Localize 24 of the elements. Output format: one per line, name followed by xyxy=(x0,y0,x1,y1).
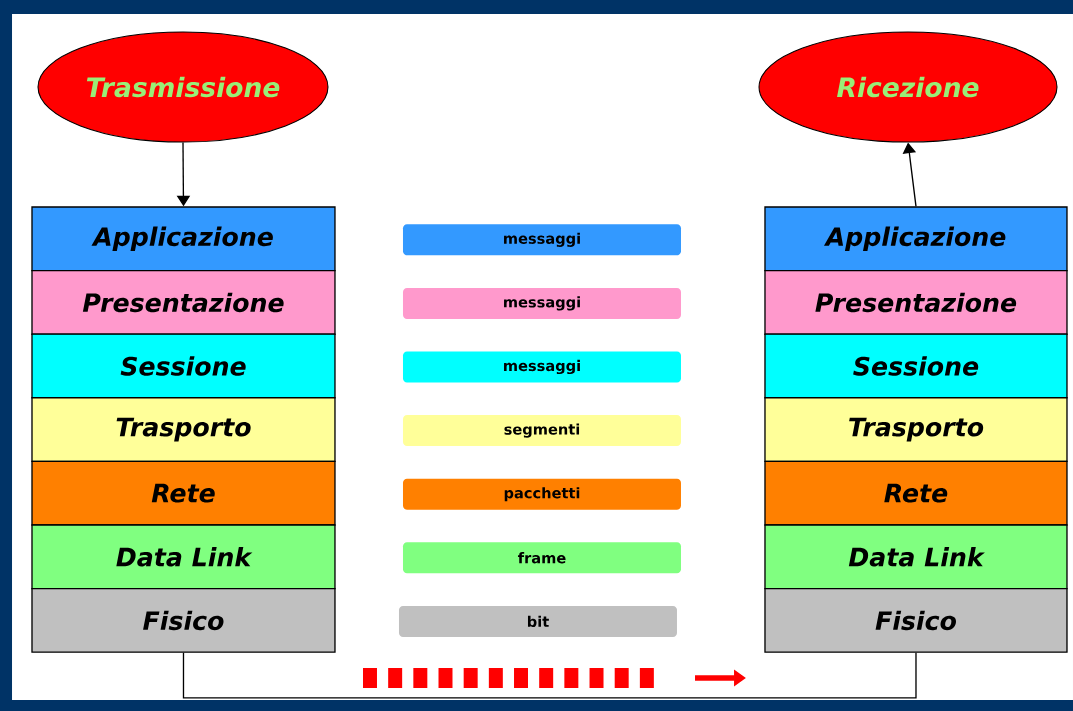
oval: Ricezione xyxy=(758,31,1058,143)
connector xyxy=(182,652,917,699)
layer-box: Trasporto xyxy=(31,397,336,463)
layer-box: Applicazione xyxy=(31,206,336,272)
oval: Trasmissione xyxy=(37,31,329,143)
layer-box: Rete xyxy=(31,460,336,526)
layer-box: Data Link xyxy=(31,524,336,590)
layer-box: Data Link xyxy=(764,524,1068,590)
layer-box: Presentazione xyxy=(764,269,1068,335)
layer-box: Presentazione xyxy=(31,269,336,335)
data-unit-bar: frame xyxy=(403,542,681,574)
layer-box: Rete xyxy=(764,460,1068,526)
data-unit-bar: messaggi xyxy=(403,351,681,383)
layer-box: Sessione xyxy=(31,333,336,399)
layer-box: Sessione xyxy=(764,333,1068,399)
data-unit-bar: bit xyxy=(399,605,677,637)
data-unit-bar: pacchetti xyxy=(403,478,681,510)
layer-box: Applicazione xyxy=(764,206,1068,272)
data-unit-bar: segmenti xyxy=(403,415,681,447)
layer-box: Fisico xyxy=(31,587,336,653)
layer-box: Trasporto xyxy=(764,397,1068,463)
data-unit-bar: messaggi xyxy=(403,224,681,256)
data-unit-bar: messaggi xyxy=(403,287,681,319)
layer-box: Fisico xyxy=(764,587,1068,653)
